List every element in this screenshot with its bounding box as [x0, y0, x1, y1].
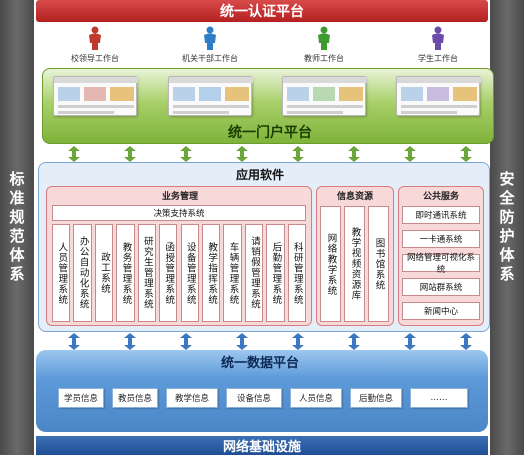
workstation-screen: [282, 76, 367, 116]
network-infrastructure-title: 网络基础设施: [222, 440, 301, 455]
data-item: 教员信息: [112, 388, 158, 408]
business-system-label: 教务管理系统: [120, 241, 132, 305]
double-arrow-icon: [404, 146, 416, 162]
business-system-label: 人员管理系统: [56, 241, 68, 305]
workstation-screen: [396, 76, 481, 116]
business-system-cell: 设备管理系统: [180, 224, 199, 322]
double-arrow-icon: [236, 146, 248, 162]
double-arrow-icon: [180, 146, 192, 162]
security-sidebar: 安全防护体系: [490, 0, 524, 455]
auth-platform-bar: 统一认证平台: [36, 0, 488, 22]
info-system-label: 网络教学系统: [325, 232, 337, 296]
person-icon: [430, 26, 446, 50]
business-system-label: 后勤管理系统: [270, 241, 282, 305]
standards-label: 标准规范体系: [7, 170, 26, 285]
business-system-label: 请销假管理系统: [248, 236, 260, 310]
data-item: 人员信息: [290, 388, 342, 408]
application-software-title: 应用软件: [235, 167, 284, 182]
double-arrow-icon: [124, 146, 136, 162]
person-icon: [87, 26, 103, 50]
data-platform-title: 统一数据平台: [220, 355, 299, 371]
data-item: 学员信息: [58, 388, 104, 408]
double-arrow-icon: [68, 333, 80, 350]
double-arrow-icon: [460, 333, 472, 350]
business-system-cell: 办公自动化系统: [73, 224, 92, 322]
data-item: 后勤信息: [350, 388, 402, 408]
business-management-title: 业务管理: [161, 191, 198, 202]
business-system-cell: 研究生管理系统: [137, 224, 157, 322]
data-item: ……: [410, 388, 468, 408]
double-arrow-icon: [348, 333, 360, 350]
workstation-label: 校领导工作台: [71, 53, 119, 63]
business-system-label: 设备管理系统: [184, 241, 196, 305]
double-arrow-icon: [68, 146, 80, 162]
double-arrow-icon: [292, 146, 304, 162]
business-system-label: 函授管理系统: [163, 241, 175, 305]
business-system-label: 政工系统: [99, 252, 111, 294]
business-system-label: 教学指挥系统: [206, 241, 218, 305]
double-arrow-icon: [404, 333, 416, 350]
public-service-cell: 网络管理可视化系统: [402, 253, 480, 275]
workstation-label: 学生工作台: [418, 53, 458, 63]
public-service-cell: 一卡通系统: [402, 230, 480, 248]
double-arrow-icon: [460, 146, 472, 162]
info-resources-title: 信息资源: [336, 191, 373, 202]
business-system-label: 办公自动化系统: [77, 236, 89, 310]
workstation-screen: [53, 76, 138, 116]
decision-support-system: 决策支持系统: [52, 205, 306, 221]
business-system-cell: 科研管理系统: [287, 224, 306, 322]
network-infrastructure-bar: 网络基础设施: [36, 436, 488, 455]
public-service-cell: 新闻中心: [402, 302, 480, 320]
business-system-cell: 政工系统: [94, 224, 114, 322]
business-system-label: 科研管理系统: [291, 241, 303, 305]
workstation-screen: [168, 76, 253, 116]
workstation-label: 教师工作台: [304, 53, 344, 63]
data-item: 设备信息: [226, 388, 282, 408]
public-service-cell: 网站群系统: [402, 278, 480, 296]
info-system-label: 图书馆系统: [373, 237, 385, 291]
data-item: 教学信息: [166, 388, 218, 408]
security-label: 安全防护体系: [497, 170, 516, 285]
public-service-cell: 即时通讯系统: [402, 206, 480, 224]
info-system-cell: 教学视频资源库: [344, 206, 365, 322]
business-system-cell: 教学指挥系统: [201, 224, 221, 322]
business-system-label: 车辆管理系统: [227, 241, 239, 305]
double-arrow-icon: [124, 333, 136, 350]
public-services-title: 公共服务: [422, 191, 459, 202]
double-arrow-icon: [292, 333, 304, 350]
portal-platform-title: 统一门户平台: [228, 125, 312, 141]
business-system-cell: 教务管理系统: [116, 224, 135, 322]
info-system-cell: 网络教学系统: [320, 206, 341, 322]
business-system-label: 研究生管理系统: [141, 236, 153, 310]
double-arrow-icon: [180, 333, 192, 350]
workstation-label: 机关干部工作台: [182, 53, 238, 63]
business-system-cell: 请销假管理系统: [244, 224, 264, 322]
info-system-label: 教学视频资源库: [349, 227, 361, 301]
person-icon: [316, 26, 332, 50]
business-system-cell: 后勤管理系统: [266, 224, 285, 322]
standards-sidebar: 标准规范体系: [0, 0, 34, 455]
business-system-cell: 函授管理系统: [159, 224, 178, 322]
business-system-cell: 人员管理系统: [52, 224, 71, 322]
auth-platform-title: 统一认证平台: [220, 4, 304, 20]
double-arrow-icon: [348, 146, 360, 162]
person-icon: [202, 26, 218, 50]
business-system-cell: 车辆管理系统: [223, 224, 242, 322]
double-arrow-icon: [236, 333, 248, 350]
info-system-cell: 图书馆系统: [368, 206, 389, 322]
